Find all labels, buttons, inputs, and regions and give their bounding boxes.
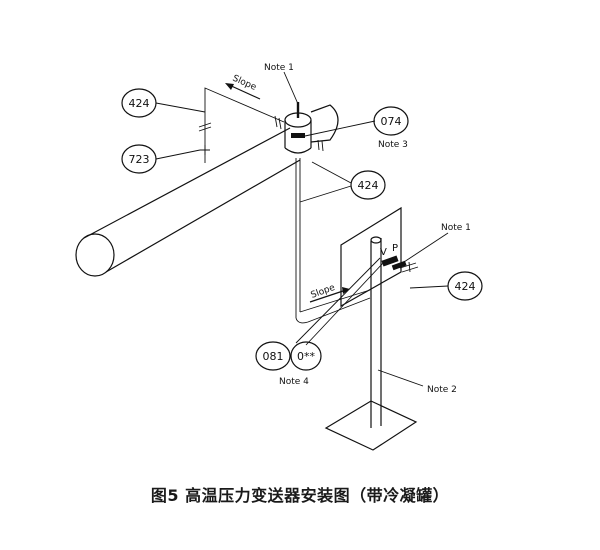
upper-slope-label: Slope <box>231 74 258 93</box>
note3: Note 3 <box>378 140 408 150</box>
balloon-424-left-text: 424 <box>129 97 150 110</box>
note1-right: Note 1 <box>441 223 471 233</box>
lower-slope: Slope <box>310 283 350 303</box>
valve-p-label: P <box>392 243 398 254</box>
mounting-plate <box>340 206 402 308</box>
note1-top: Note 1 <box>264 63 294 73</box>
balloon-424-right: 424 <box>447 271 483 301</box>
support-stand <box>324 236 418 451</box>
balloon-424-mid: 424 <box>350 170 386 200</box>
condensate-pot <box>284 102 339 154</box>
balloon-0-text: 0** <box>297 350 315 363</box>
installation-diagram: Slope Slope V P <box>75 63 483 451</box>
note4: Note 4 <box>279 377 309 387</box>
valve-manifold: V P <box>380 243 419 273</box>
balloon-074: 074 <box>373 106 409 136</box>
balloon-0: 0** <box>290 341 322 371</box>
balloon-424-right-text: 424 <box>455 280 476 293</box>
balloon-081: 081 <box>255 341 291 371</box>
balloon-074-text: 074 <box>381 115 402 128</box>
impulse-line-down <box>295 158 371 324</box>
process-pipe <box>75 127 301 277</box>
upper-slope: Slope <box>225 74 261 100</box>
upper-impulse-line <box>198 87 324 163</box>
balloon-081-text: 081 <box>263 350 284 363</box>
balloon-723: 723 <box>121 144 157 174</box>
valve-v-label: V <box>380 247 387 258</box>
figure-caption: 图5 高温压力变送器安装图（带冷凝罐） <box>150 486 450 505</box>
leader-lines <box>155 71 449 387</box>
balloon-424-left: 424 <box>121 88 157 118</box>
balloon-723-text: 723 <box>129 153 150 166</box>
note2: Note 2 <box>427 385 457 395</box>
balloon-424-mid-text: 424 <box>358 179 379 192</box>
